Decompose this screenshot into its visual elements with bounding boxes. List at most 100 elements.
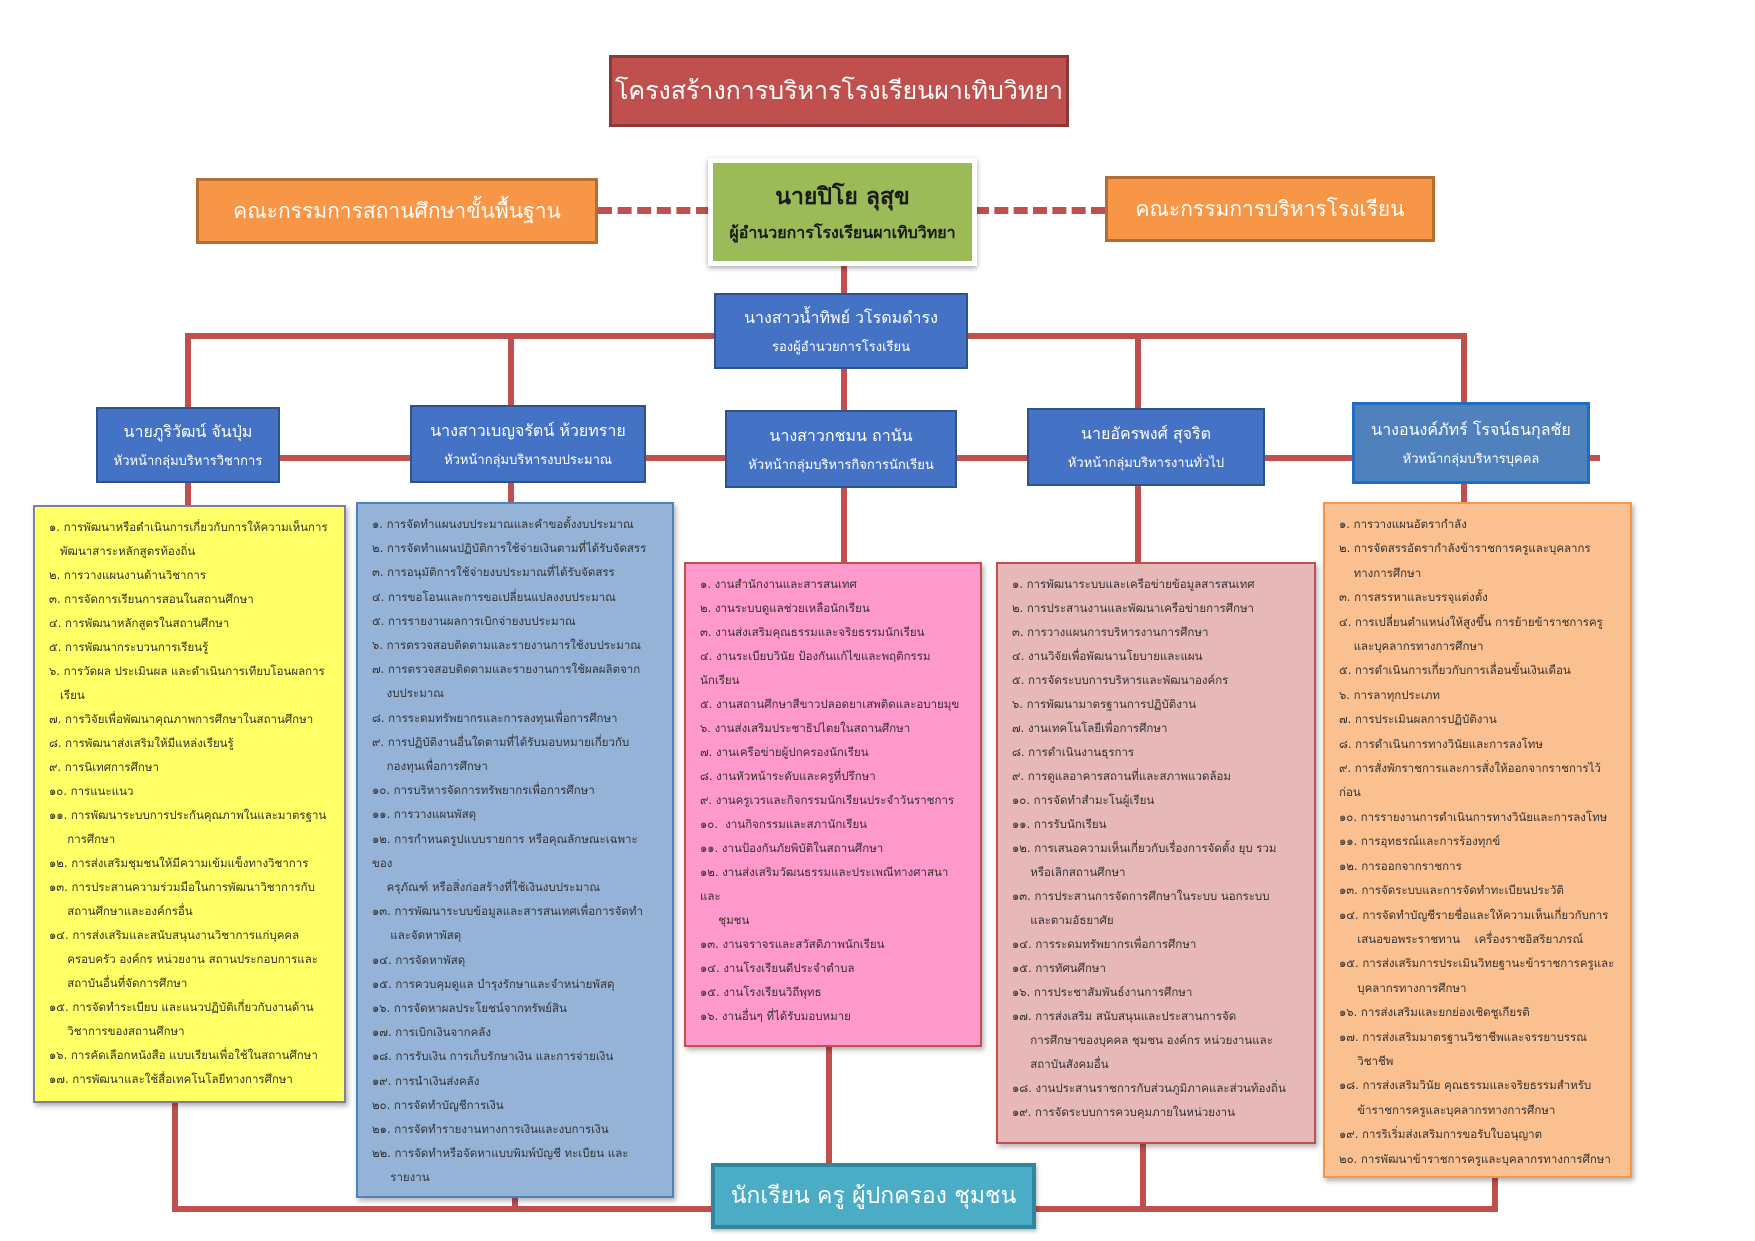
list-item: พัฒนาสาระหลักสูตรท้องถิ่น [49, 544, 196, 558]
list-item: ๗. งานเทคโนโลยีเพื่อการศึกษา [1012, 721, 1168, 735]
list-item: ๔. งานวิจัยเพื่อพัฒนานโยบายและแผน [1012, 649, 1203, 663]
list-item: ๒. งานระบบดูแลช่วยเหลือนักเรียน [700, 601, 870, 615]
connector [841, 260, 847, 296]
list-item: ๑๒. การส่งเสริมชุมชนให้มีความเข้มแข็งทาง… [49, 856, 309, 870]
list-item: ๑๗. การพัฒนาและใช้สื่อเทคโนโลยีทางการศึก… [49, 1072, 293, 1086]
list-item: ๓. งานส่งเสริมคุณธรรมและจริยธรรมนักเรียน [700, 625, 925, 639]
director-role: ผู้อำนวยการโรงเรียนผาเทิบวิทยา [729, 222, 956, 242]
connector [1135, 485, 1141, 562]
list-item: ๘. การระดมทรัพยากรและการลงทุนเพื่อการศึก… [372, 710, 618, 725]
list-item: ๒. การประสานงานและพัฒนาเครือข่ายการศึกษา [1012, 601, 1254, 615]
list-item: ๑๙. การริเริ่มส่งเสริมการขอรับใบอนุญาต [1339, 1127, 1543, 1142]
personnel-head-box: นางอนงค์ภัทร์ โรจน์ธนกุลชัย หัวหน้ากลุ่ม… [1352, 402, 1590, 484]
list-item: ๑๒. งานส่งเสริมวัฒนธรรมและประเพณีทางศาสน… [700, 865, 949, 879]
list-item: ๑๖. การคัดเลือกหนังสือ แบบเรียนเพื่อใช้ใ… [49, 1048, 318, 1062]
list-item: ๗. การวิจัยเพื่อพัฒนาคุณภาพการศึกษาในสถา… [49, 712, 314, 726]
list-item: ๙. การดูแลอาคารสถานที่และสภาพแวดล้อม [1012, 769, 1231, 783]
list-item: ๑๕. การควบคุมดูแล บำรุงรักษาและจำหน่ายพั… [372, 976, 615, 991]
list-item: ๓. การสรรหาและบรรจุแต่งตั้ง [1339, 590, 1488, 605]
list-item: ๕. การจัดระบบการบริหารและพัฒนาองค์กร [1012, 673, 1229, 687]
list-item: ๑๘. งานประสานราชการกับส่วนภูมิภาคและส่วน… [1012, 1081, 1286, 1095]
list-item: สถานศึกษาและองค์กรอื่น [49, 904, 193, 918]
list-item: ๙. การสั่งพักราชการและการสั่งให้ออกจากรา… [1339, 761, 1601, 776]
personnel-duties-list: ๑. การวางแผนอัตรากำลัง๒. การจัดสรรอัตราก… [1323, 502, 1632, 1178]
list-item: ๒. การจัดทำแผนปฏิบัติการใช้จ่ายเงินตามที… [372, 541, 647, 556]
school-admin-committee-box: คณะกรรมการบริหารโรงเรียน [1105, 176, 1435, 242]
list-item: ๗. การประเมินผลการปฏิบัติงาน [1339, 712, 1497, 727]
connector [508, 333, 514, 408]
connector [512, 1195, 518, 1212]
stakeholders-box: นักเรียน ครู ผู้ปกครอง ชุมชน [711, 1163, 1036, 1229]
list-item: ๗. งานเครือข่ายผู้ปกครองนักเรียน [700, 745, 869, 759]
list-item: ๑๐. การจัดทำสำมะโนผู้เรียน [1012, 793, 1155, 807]
deputy-box: นางสาวน้ำทิพย์ วโรดมดำรง รองผู้อำนวยการโ… [714, 293, 968, 369]
list-item: ๑๔. การระดมทรัพยากรเพื่อการศึกษา [1012, 937, 1197, 951]
list-item: ๑๘. การส่งเสริมวินัย คุณธรรมและจริยธรรมส… [1339, 1078, 1592, 1093]
list-item: ๕. การพัฒนากระบวนการเรียนรู้ [49, 640, 209, 654]
list-item: ของ [372, 855, 393, 870]
list-item: ๑๑. งานป้องกันภัยพิบัติในสถานศึกษา [700, 841, 884, 855]
list-item: ๒๒. การจัดทำหรือจัดหาแบบพิมพ์บัญชี ทะเบี… [372, 1146, 629, 1161]
list-item: ๑. การพัฒนาระบบและเครือข่ายข้อมูลสารสนเท… [1012, 577, 1255, 591]
list-item: หรือเลิกสถานศึกษา [1012, 865, 1126, 879]
dashed-link-left [598, 207, 710, 214]
list-item: ๑๐. งานกิจกรรมและสภานักเรียน [700, 817, 868, 831]
list-item: ๑๘. การรับเงิน การเก็บรักษาเงิน และการจ่… [372, 1049, 614, 1064]
list-item: ๕. งานสถานศึกษาสีขาวปลอดยาเสพติดและอบายม… [700, 697, 960, 711]
director-name: นายปิโย ลุสุข [775, 183, 910, 210]
student-affairs-head-box: นางสาวกชมน ถานัน หัวหน้ากลุ่มบริหารกิจกา… [725, 410, 957, 488]
director-box: นายปิโย ลุสุข ผู้อำนวยการโรงเรียนผาเทิบว… [708, 158, 977, 266]
list-item: ๑๕. การส่งเสริมการประเมินวิทยฐานะข้าราชก… [1339, 956, 1615, 971]
list-item: เสนอขอพระราชทาน เครื่องราชอิสริยาภรณ์ [1339, 931, 1584, 946]
group-head-name: นางสาวเบญจรัตน์ ห้วยทราย [430, 420, 626, 440]
list-item: เรียน [49, 688, 85, 702]
list-item: ๔. การขอโอนและการขอเปลี่ยนแปลงงบประมาณ [372, 589, 616, 604]
connector [841, 365, 847, 410]
deputy-name: นางสาวน้ำทิพย์ วโรดมดำรง [744, 307, 938, 327]
list-item: ๑๗. การเบิกเงินจากคลัง [372, 1025, 491, 1040]
list-item: ๙. การนิเทศการศึกษา [49, 760, 159, 774]
list-item: งบประมาณ [372, 686, 444, 701]
list-item: ๓. การวางแผนการบริหารงานการศึกษา [1012, 625, 1209, 639]
list-item: ๑๖. งานอื่นๆ ที่ได้รับมอบหมาย [700, 1009, 851, 1023]
list-item: ๑๑. การอุทธรณ์และการร้องทุกข์ [1339, 834, 1501, 849]
dashed-link-right [975, 207, 1105, 214]
list-item: ๑๖. การจัดหาผลประโยชน์จากทรัพย์สิน [372, 1001, 567, 1016]
list-item: ๕. การดำเนินการเกี่ยวกับการเลื่อนขั้นเงิ… [1339, 663, 1571, 678]
list-item: สถาบันสังคมอื่น [1012, 1057, 1109, 1071]
list-item: และ [700, 889, 721, 903]
group-head-role: หัวหน้ากลุ่มบริหารบุคคล [1402, 451, 1540, 467]
list-item: ๖. การพัฒนามาตรฐานการปฏิบัติงาน [1012, 697, 1197, 711]
list-item: ๑๓. งานจราจรและสวัสดิภาพนักเรียน [700, 937, 885, 951]
deputy-role: รองผู้อำนวยการโรงเรียน [771, 339, 911, 355]
list-item: ครุภัณฑ์ หรือสิ่งก่อสร้างที่ใช้เงินงบประ… [372, 880, 601, 895]
list-item: ๑๒. การกำหนดรูปแบบรายการ หรือคุณลักษณะเฉ… [372, 831, 638, 846]
list-item: ครอบครัว องค์กร หน่วยงาน สถานประกอบการแล… [49, 952, 318, 966]
list-item: ๓. การจัดการเรียนการสอนในสถานศึกษา [49, 592, 254, 606]
list-item: ๑๓. การประสานความร่วมมือในการพัฒนาวิชากา… [49, 880, 315, 894]
list-item: ๘. การพัฒนาส่งเสริมให้มีแหล่งเรียนรู้ [49, 736, 234, 750]
list-item: ๑๒. การออกจากราชการ [1339, 858, 1462, 873]
list-item: ๑. การวางแผนอัตรากำลัง [1339, 517, 1467, 531]
list-item: ๒๑. การจัดทำรายงานทางการเงินและงบการเงิน [372, 1122, 609, 1137]
connector [172, 1100, 178, 1212]
list-item: ๑. การพัฒนาหรือดำเนินการเกี่ยวกับการให้ค… [49, 520, 328, 534]
list-item: ๑๖. การส่งเสริมและยกย่องเชิดชูเกียรติ [1339, 1005, 1530, 1020]
list-item: ๑๗. การส่งเสริมมาตรฐานวิชาชีพและจรรยาบรร… [1339, 1029, 1587, 1044]
list-item: ๑๑. การรับนักเรียน [1012, 817, 1107, 831]
list-item: ๖. การวัดผล ประเมินผล และดำเนินการเทียบโ… [49, 664, 325, 678]
list-item: ๙. งานครูเวรและกิจกรรมนักเรียนประจำวันรา… [700, 793, 955, 807]
list-item: และตามอัธยาศัย [1012, 913, 1114, 927]
list-item: ๒. การจัดสรรอัตรากำลังข้าราชการครูและบุค… [1339, 541, 1591, 556]
list-item: ข้าราชการครูและบุคลากรทางการศึกษา [1339, 1102, 1556, 1117]
group-head-name: นางอนงค์ภัทร์ โรจน์ธนกุลชัย [1371, 419, 1571, 439]
list-item: นักเรียน [700, 673, 740, 687]
group-head-name: นายอัครพงศ์ สุจริต [1081, 423, 1211, 443]
basic-education-committee-box: คณะกรรมการสถานศึกษาขั้นพื้นฐาน [196, 178, 598, 244]
list-item: ๖. การตรวจสอบติดตามและรายงานการใช้งบประม… [372, 638, 641, 653]
list-item: การศึกษาของบุคคล ชุมชน องค์กร หน่วยงานแล… [1012, 1033, 1273, 1047]
connector [1461, 333, 1467, 403]
list-item: ๒. การวางแผนงานด้านวิชาการ [49, 568, 207, 582]
list-item: ๑๔. การจัดทำบัญชีรายชื่อและให้ความเห็นเก… [1339, 907, 1609, 922]
list-item: บุคลากรทางการศึกษา [1339, 980, 1467, 995]
